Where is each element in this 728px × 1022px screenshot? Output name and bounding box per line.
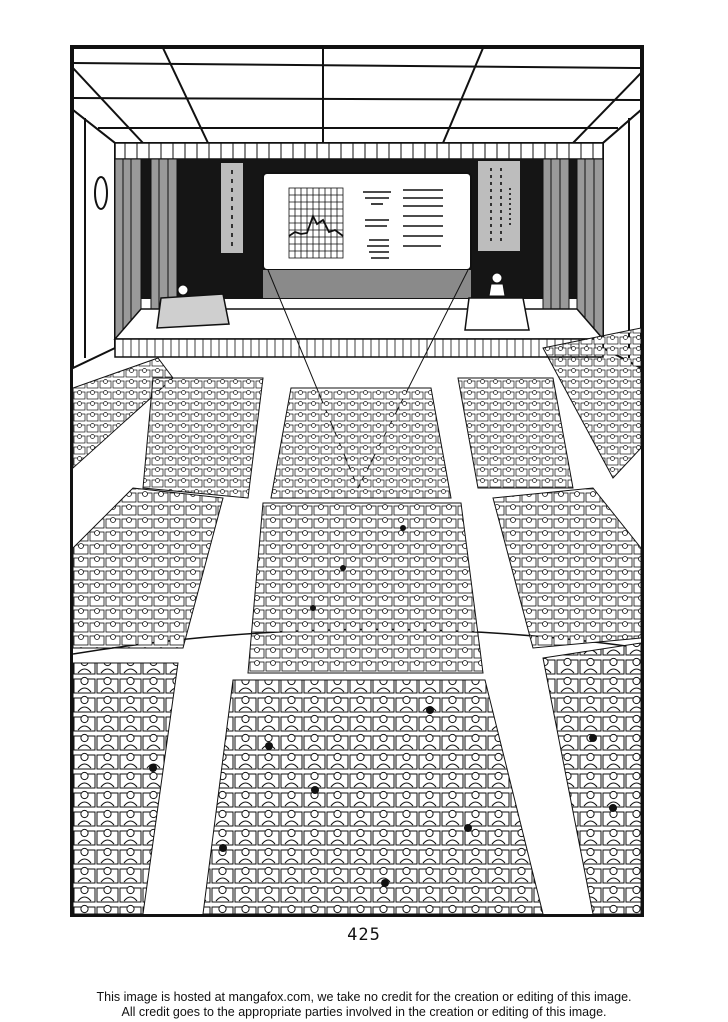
hosting-credit-line-2: All credit goes to the appropriate parti… — [121, 1005, 607, 1019]
left-patterned-table — [156, 293, 230, 329]
side-curtains — [114, 158, 604, 340]
lecturer-table — [464, 297, 530, 331]
banner-calligraphy — [231, 168, 511, 246]
screen-shadow-tone — [263, 270, 471, 298]
auditorium-illustration — [73, 48, 641, 914]
audience-block-front-center — [202, 679, 544, 914]
page-number: 425 — [347, 925, 381, 945]
audience-block-right-rear — [542, 327, 641, 479]
slide-text-lines — [363, 189, 443, 259]
slide-grid-chart — [288, 187, 344, 259]
valance-pleats — [124, 143, 594, 159]
audience-block-left-middle — [73, 487, 224, 649]
audience-block-left-upper — [142, 377, 264, 499]
audience-block-right-upper — [457, 377, 574, 489]
projection-screen — [262, 172, 472, 271]
audience-block-right-front — [542, 642, 641, 914]
calligraphy-banner-right — [478, 161, 520, 251]
seated-person — [177, 284, 189, 296]
audience-block-middle-center — [247, 502, 484, 674]
walls — [73, 108, 641, 370]
manga-panel — [70, 45, 644, 917]
stage-front — [114, 338, 604, 358]
lecturer — [491, 272, 503, 284]
audience-block-right-middle — [492, 487, 641, 649]
ceiling — [73, 48, 641, 144]
dark-clothed-attendees — [149, 525, 617, 887]
audience-block-left-front — [73, 662, 179, 914]
audience-block-rear-center — [270, 387, 452, 499]
hosting-credit-line-1: This image is hosted at mangafox.com, we… — [96, 990, 632, 1004]
stage-front-lines — [122, 339, 596, 357]
